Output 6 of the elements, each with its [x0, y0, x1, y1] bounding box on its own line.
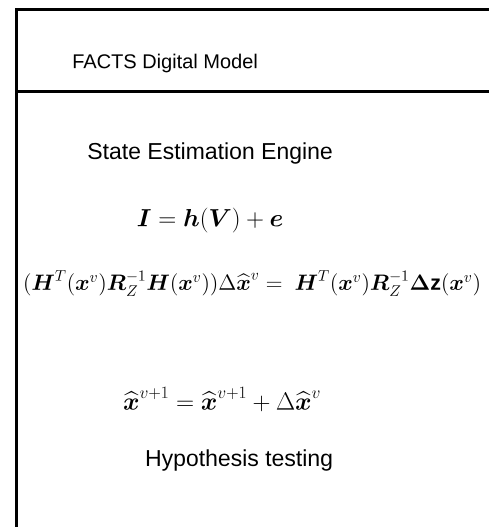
equation: $\widehat{\boldsymbol{x}}^{v+1} = \widehat{\boldsymbol{x}}^{v+1} + \Delta\widehat{\boldsymbol{x}}^{v}$	[124, 386, 320, 412]
step-label: Hypothesis testing	[146, 449, 332, 471]
header-title: FACTS Digital Model	[74, 54, 256, 72]
equation: $(\boldsymbol{H}^{T}(\boldsymbol{x}^{v})\boldsymbol{R}_{Z}^{-1}\boldsymbol{H}(\boldsymbol{x}^{v}))\Delta\widehat{\boldsymbol{x}}^{v} =\ \boldsymbol{H}^{T}(\boldsymbol{x}^{v})\boldsymbol{R}_{Z}^{-1}\boldsymbol{\Delta}\mathbf{z}(\boldsymbol{x}^{v})$	[25, 270, 479, 296]
engine-title: State Estimation Engine	[88, 142, 332, 164]
equation: $\boldsymbol{I} = \boldsymbol{h}(\boldsymbol{V}) + \boldsymbol{e}$	[138, 208, 282, 232]
